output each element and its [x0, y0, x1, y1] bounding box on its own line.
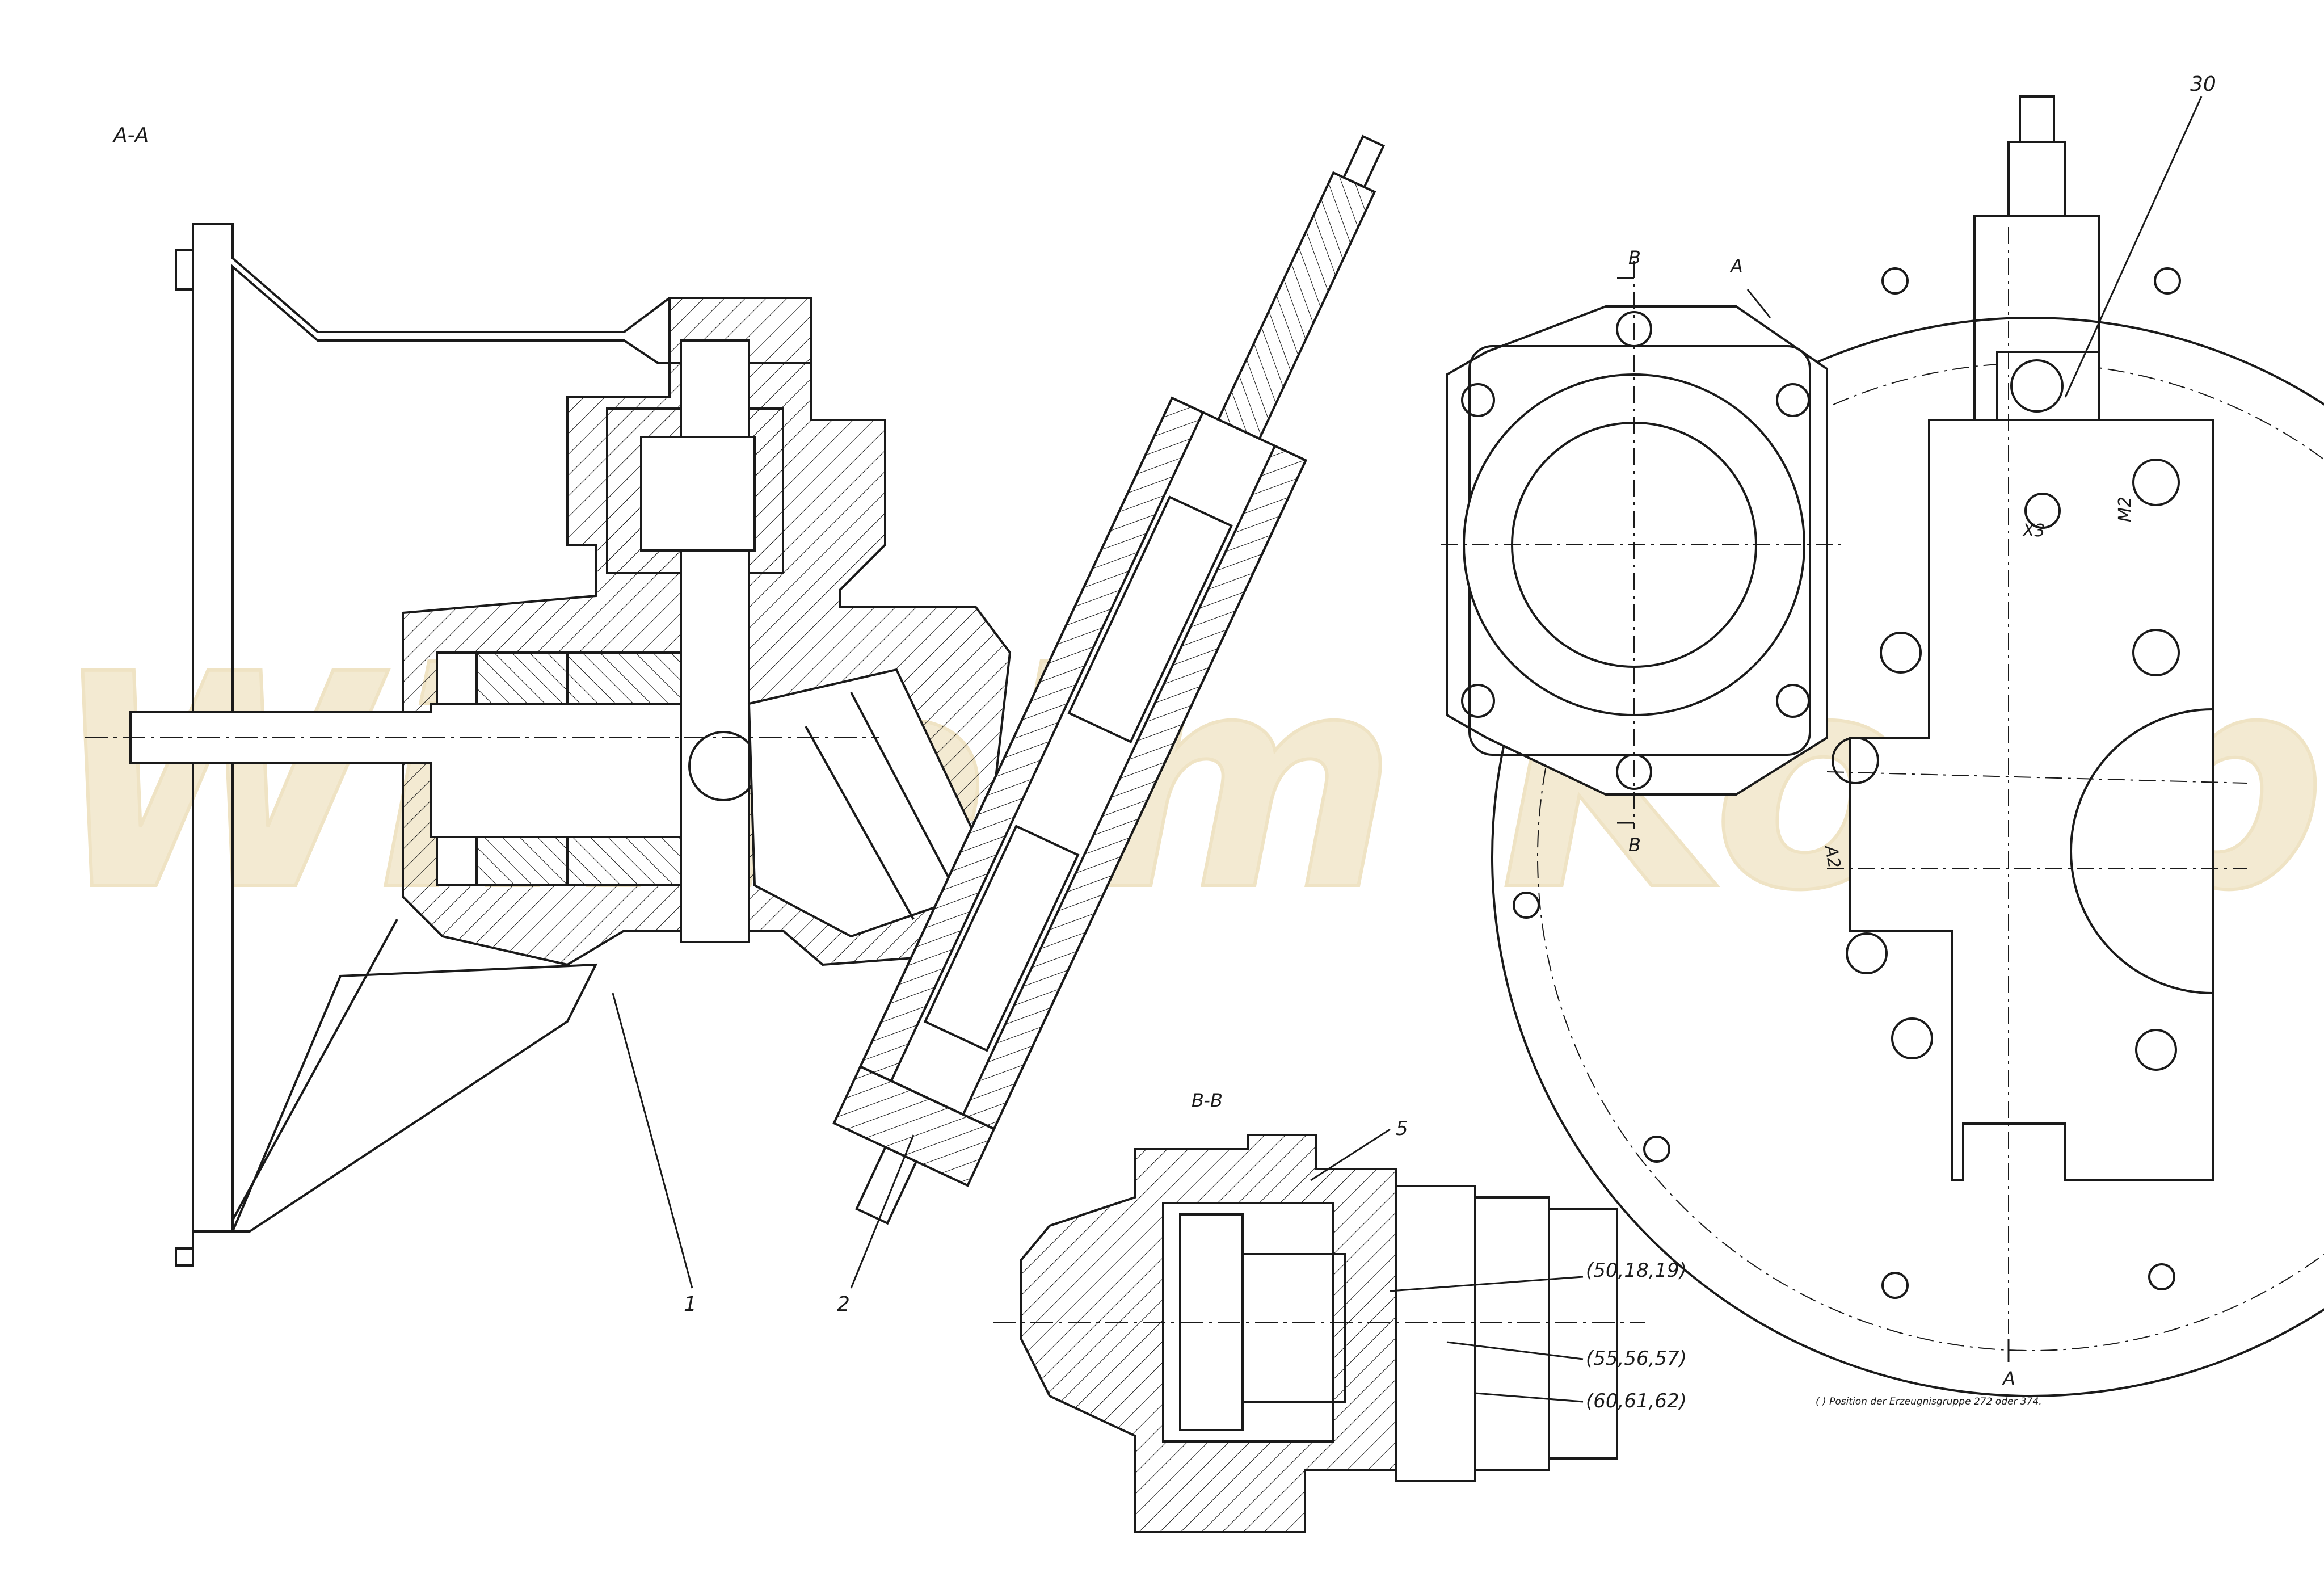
pump-body [1849, 351, 2214, 1181]
bb-outer-3 [1548, 1208, 1618, 1460]
piston-line-2 [805, 726, 915, 920]
rib-edge [231, 919, 398, 1221]
rim-bolt-6 [2148, 1263, 2175, 1290]
section-mark-b-bottom: B [1628, 834, 1641, 856]
flange-bolt-br [1776, 684, 1810, 718]
ref-label-c: (60,61,62) [1586, 1390, 1687, 1412]
leader-2 [850, 1134, 915, 1289]
body-bolt-3 [1846, 932, 1888, 974]
callout-2: 2 [837, 1293, 850, 1316]
rim-bolt-1 [1881, 267, 1909, 295]
footnote: ( ) Position der Erzeugnisgruppe 272 ode… [1816, 1396, 2042, 1407]
port-label-x3: X3 [2022, 521, 2045, 541]
section-mark-a-top: A [1729, 255, 1743, 277]
flange-bolt-tr [1776, 383, 1810, 417]
section-aa-title: A-A [112, 124, 149, 147]
support-rib [230, 963, 598, 1233]
callout-30: 30 [2190, 73, 2216, 96]
body-bolt-5 [2135, 1029, 2177, 1071]
section-bb-title: B-B [1192, 1090, 1223, 1111]
port-label-a2: A2 [1820, 843, 1844, 869]
port-label-m2: M2 [2115, 497, 2135, 522]
flange-bolt-bl [1461, 684, 1495, 718]
section-mark-a-bottom: A [2002, 1368, 2015, 1389]
port-m2 [2132, 459, 2180, 506]
mount-flange [175, 223, 812, 1267]
labels: A-A B-B 1 2 5 30 (50,18,19) (55,56,57) (… [112, 73, 2216, 1412]
leader-30 [2064, 96, 2203, 398]
rim-bolt-4 [1643, 1136, 1670, 1163]
control-valve-stem [2007, 141, 2066, 217]
leader-ref-c [1475, 1392, 1584, 1403]
flange-bolt-tl [1461, 383, 1495, 417]
body-bolt-4 [1891, 1017, 1933, 1059]
flange-lip-top [175, 249, 194, 291]
rim-bolt-5 [1881, 1272, 1909, 1299]
leader-ref-a [1390, 1276, 1584, 1292]
callout-5: 5 [1396, 1117, 1408, 1140]
callout-leaders-aa [612, 993, 915, 1289]
control-valve-cap [2019, 95, 2055, 143]
piston-line-1 [850, 692, 966, 909]
leader-ref-b [1446, 1341, 1584, 1360]
port-x3 [2024, 493, 2061, 529]
port-round-2 [2132, 629, 2180, 676]
ref-label-a: (50,18,19) [1586, 1259, 1687, 1282]
vertical-shaft [680, 339, 750, 943]
body-bolt-2 [1832, 737, 1879, 784]
body-bolt-1 [1880, 632, 1922, 674]
body-arc [2070, 708, 2213, 994]
mounting-circle [1491, 317, 2324, 1397]
section-bb-view [993, 1128, 1645, 1533]
section-mark-b-top: B [1628, 247, 1641, 268]
side-centre-h [1826, 771, 2247, 784]
leader-1 [612, 993, 693, 1289]
ref-label-b: (55,56,57) [1586, 1347, 1687, 1370]
bb-outer-2 [1474, 1196, 1550, 1471]
arrow-a-top [1746, 289, 1771, 318]
bb-shaft [1241, 1253, 1346, 1403]
side-view [1441, 95, 2324, 1397]
valve-port [2010, 359, 2064, 413]
control-body [832, 134, 1386, 1225]
rim-bolt-2 [2154, 267, 2181, 295]
section-aa-view [85, 134, 1386, 1267]
callout-1: 1 [684, 1293, 697, 1316]
bb-outer-1 [1395, 1185, 1476, 1482]
leader-5 [1310, 1128, 1391, 1181]
gear-wheel [640, 436, 756, 552]
rim-bolt-3 [1513, 892, 1540, 919]
